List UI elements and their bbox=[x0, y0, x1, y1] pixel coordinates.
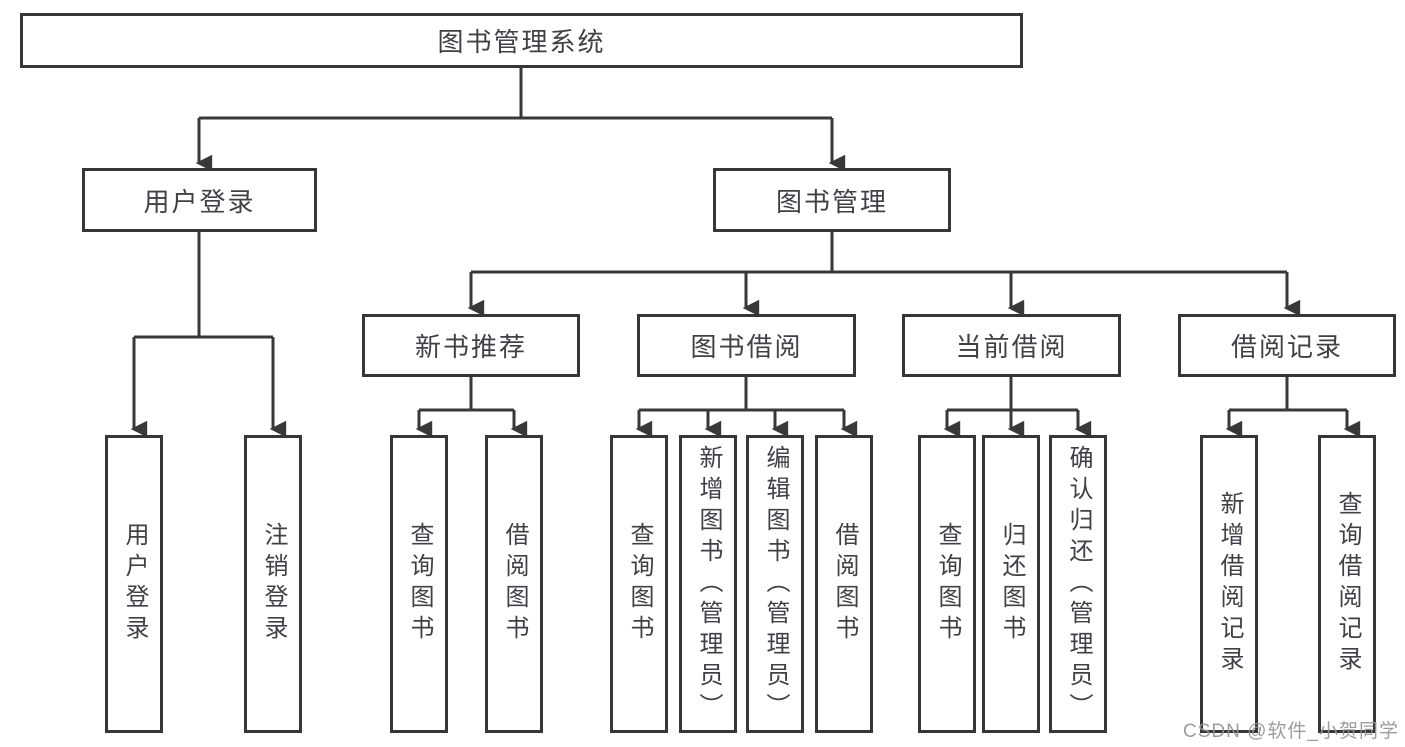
node-new-book-recommend-label: 新书推荐 bbox=[414, 332, 527, 362]
leaf-borrow-query-books-label: 查询图书 bbox=[626, 522, 653, 646]
leaf-newbook-borrow-books-label: 借阅图书 bbox=[501, 522, 528, 646]
leaf-borrow-borrow-books: 借阅图书 bbox=[815, 435, 873, 733]
leaf-logout: 注销登录 bbox=[244, 435, 302, 733]
leaf-current-query-books-label: 查询图书 bbox=[934, 522, 961, 646]
leaf-current-confirm-return-admin-label: 确认归还（管理员） bbox=[1065, 444, 1092, 724]
leaf-current-return-books-label: 归还图书 bbox=[998, 522, 1025, 646]
leaf-records-add-record: 新增借阅记录 bbox=[1200, 435, 1258, 733]
node-book-borrow-label: 图书借阅 bbox=[690, 332, 803, 362]
node-current-borrow: 当前借阅 bbox=[902, 314, 1121, 377]
node-book-management: 图书管理 bbox=[713, 168, 951, 232]
leaf-borrow-add-books-admin-label: 新增图书（管理员） bbox=[695, 444, 722, 724]
node-user-login: 用户登录 bbox=[82, 168, 317, 232]
leaf-current-return-books: 归还图书 bbox=[982, 435, 1040, 733]
node-root-label: 图书管理系统 bbox=[437, 27, 606, 57]
leaf-newbook-query-books-label: 查询图书 bbox=[406, 522, 433, 646]
leaf-current-query-books: 查询图书 bbox=[918, 435, 976, 733]
node-root-library-system: 图书管理系统 bbox=[20, 13, 1023, 68]
leaf-newbook-borrow-books: 借阅图书 bbox=[485, 435, 543, 733]
leaf-borrow-edit-books-admin: 编辑图书（管理员） bbox=[746, 435, 804, 733]
leaf-user-login-label: 用户登录 bbox=[121, 522, 148, 646]
node-current-borrow-label: 当前借阅 bbox=[955, 332, 1068, 362]
leaf-records-query-record: 查询借阅记录 bbox=[1318, 435, 1376, 733]
leaf-user-login: 用户登录 bbox=[105, 435, 163, 733]
csdn-watermark: CSDN @软件_小贺同学 bbox=[1183, 721, 1399, 742]
leaf-newbook-query-books: 查询图书 bbox=[390, 435, 448, 733]
node-borrow-records-label: 借阅记录 bbox=[1230, 332, 1343, 362]
leaf-current-confirm-return-admin: 确认归还（管理员） bbox=[1049, 435, 1107, 733]
leaf-records-add-record-label: 新增借阅记录 bbox=[1216, 491, 1243, 677]
leaf-borrow-edit-books-admin-label: 编辑图书（管理员） bbox=[762, 444, 789, 724]
node-user-login-label: 用户登录 bbox=[143, 186, 256, 217]
node-new-book-recommend: 新书推荐 bbox=[362, 314, 580, 377]
node-book-borrow: 图书借阅 bbox=[637, 314, 856, 377]
node-borrow-records: 借阅记录 bbox=[1178, 314, 1396, 377]
leaf-borrow-add-books-admin: 新增图书（管理员） bbox=[679, 435, 737, 733]
leaf-records-query-record-label: 查询借阅记录 bbox=[1334, 491, 1361, 677]
leaf-logout-label: 注销登录 bbox=[260, 522, 287, 646]
leaf-borrow-borrow-books-label: 借阅图书 bbox=[831, 522, 858, 646]
node-book-management-label: 图书管理 bbox=[775, 186, 888, 217]
leaf-borrow-query-books: 查询图书 bbox=[610, 435, 668, 733]
